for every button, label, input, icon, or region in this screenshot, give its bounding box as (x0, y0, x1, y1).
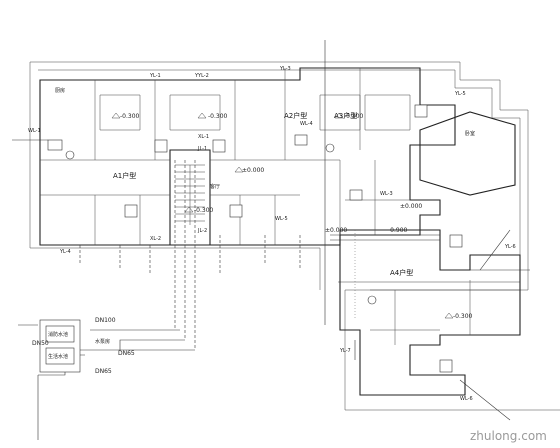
pipe-size-label: DN100 (95, 317, 116, 324)
site-boundary (30, 61, 560, 411)
pipe-tag: WL-1 (28, 128, 41, 134)
pipes (12, 40, 530, 440)
pump-live-label: 生活水池 (48, 353, 68, 360)
pipe-tag: XL-1 (198, 134, 209, 140)
level-label: ±0.000 (400, 203, 422, 210)
pump-fire-label: 消防水池 (48, 331, 68, 338)
unit-a4-label: A4户型 (390, 268, 413, 277)
pipe-size-label: DN65 (95, 368, 112, 375)
level-label: -0.900 (388, 227, 408, 234)
partitions (40, 68, 520, 345)
level-markers (111, 112, 454, 319)
pipe-tag: YL-7 (339, 348, 351, 354)
pipe-tag: YL-6 (504, 244, 516, 250)
room-label: 客厅 (210, 183, 220, 190)
unit-a3-label: A3户型 (334, 111, 357, 120)
level-label: -0.300 (208, 113, 228, 120)
unit-a2-label: A2户型 (284, 111, 307, 120)
pipe-tag: YL-3 (279, 66, 291, 72)
room-label: 厨房 (55, 87, 65, 94)
pipe-tag: YL-4 (59, 249, 71, 255)
pipe-tag: JL-1 (197, 146, 207, 152)
pipe-tag: JL-2 (197, 228, 207, 234)
pipe-tag: YL-1 (149, 73, 161, 79)
pipe-tag: YL-5 (454, 91, 466, 97)
pipe-size-label: DN50 (32, 340, 49, 347)
pipe-tag: WL-3 (380, 191, 393, 197)
room-label: 卧室 (465, 130, 475, 137)
level-label: -0.300 (344, 113, 364, 120)
pipe-tag: XL-2 (150, 236, 161, 242)
stair (175, 164, 205, 225)
pipe-tag: WL-5 (275, 216, 288, 222)
pipe-tag: WL-6 (460, 396, 473, 402)
plumbing-fixtures (47, 104, 463, 373)
pipe-tag: YYL-2 (194, 73, 209, 79)
level-label: -0.300 (194, 207, 214, 214)
level-label: -0.300 (453, 313, 473, 320)
level-label: ±0.000 (325, 227, 347, 234)
pump-room (39, 319, 81, 373)
level-label: -0.300 (120, 113, 140, 120)
unit-a1-label: A1户型 (113, 171, 136, 180)
site-boundary-inner (38, 69, 521, 283)
level-label: ±0.000 (242, 167, 264, 174)
labels: A1户型 A2户型 A3户型 A4户型 -0.300 -0.300 -0.300… (28, 66, 516, 402)
pipe-tag: WL-4 (300, 121, 313, 127)
watermark: zhulong.com (470, 429, 547, 443)
building-walls (39, 67, 521, 396)
pipe-size-label: DN65 (118, 350, 135, 357)
pump-room-label: 水泵房 (95, 338, 110, 345)
